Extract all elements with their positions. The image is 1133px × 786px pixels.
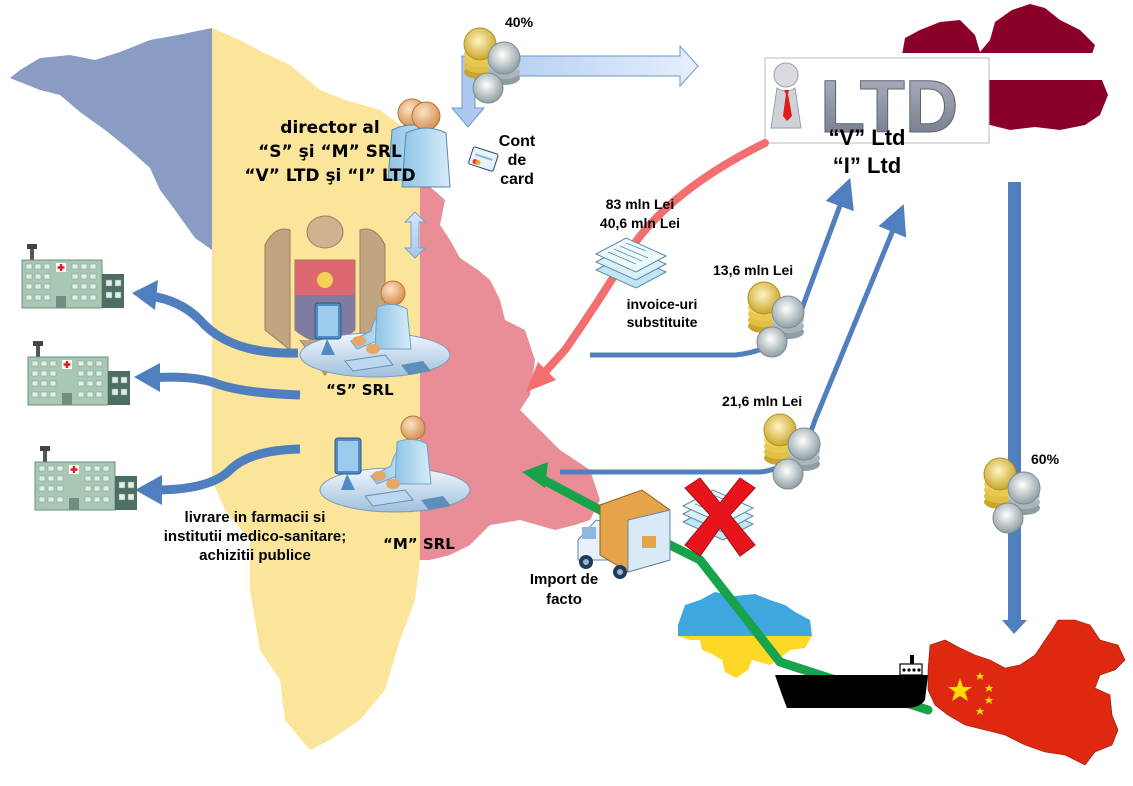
- moldova-map: [10, 28, 600, 750]
- import-line-2: facto: [546, 591, 582, 608]
- card-account-line-3: card: [500, 171, 534, 188]
- director-label-line-2: “S” şi “M” SRL: [258, 142, 402, 162]
- hospital-icon-1: [20, 242, 126, 310]
- link-double-arrow: [403, 211, 427, 259]
- pawn-with-tie-icon: [770, 62, 802, 129]
- cancel-x-icon: [684, 477, 756, 557]
- delivery-line-2: institutii medico-sanitare;: [163, 528, 347, 545]
- hospital-icon-3: [33, 444, 139, 512]
- card-account-line-2: de: [507, 152, 527, 169]
- i-ltd-label: “I” Ltd: [832, 153, 902, 178]
- moldova-yellow-region: [212, 28, 420, 750]
- v-ltd-label: “V” Ltd: [828, 125, 906, 150]
- ship-icon: [775, 655, 928, 708]
- invoice-flow-arrowhead: [526, 362, 556, 392]
- moldova-red-region: [420, 135, 600, 560]
- goods-flow-arrowhead: [522, 462, 548, 488]
- ltd-logo: LTD: [764, 57, 990, 149]
- director-label-line-3: “V” LTD şi “I” LTD: [244, 166, 416, 186]
- card-account-line-1: Cont: [498, 133, 536, 150]
- m-srl-label: “M” SRL: [383, 535, 455, 553]
- import-line-1: Import de: [529, 571, 599, 588]
- delivery-arrow-3: [154, 444, 301, 495]
- invoices-icon: [595, 237, 667, 289]
- delivery-arrowhead-3: [135, 475, 162, 505]
- director-label-line-1: director al: [280, 118, 380, 138]
- invoice-amount-1: 83 mln Lei: [605, 196, 675, 212]
- delivery-arrowhead-2: [134, 363, 160, 392]
- moldova-blue-region: [10, 28, 212, 250]
- delivery-arrow-2: [149, 372, 301, 400]
- china-map: [927, 619, 1126, 766]
- invoices-line-2: substituite: [626, 314, 698, 330]
- director-icon: [387, 98, 451, 188]
- ltd-logo-text: LTD: [820, 65, 958, 148]
- director-label: director al “S” şi “M” SRL “V” LTD şi “I…: [232, 116, 428, 188]
- delivery-arrowhead-1: [132, 280, 158, 310]
- percent-40-label: 40%: [505, 14, 534, 30]
- ltd-companies-label: “V” Ltd “I” Ltd: [812, 124, 922, 180]
- import-label: Import de facto: [514, 570, 614, 610]
- delivery-arrows: [149, 291, 301, 495]
- coins-icon-60: [983, 457, 1041, 534]
- delivery-arrow-1: [149, 291, 299, 358]
- card-icon: [468, 146, 499, 172]
- invoice-amounts-label: 83 mln Lei 40,6 mln Lei: [590, 195, 690, 233]
- hospital-icon-2: [26, 339, 132, 407]
- card-account-label: Cont de card: [492, 132, 542, 189]
- coins-icon-13-6: [747, 281, 805, 358]
- percent-60-label: 60%: [1031, 451, 1060, 467]
- truck-icon: [577, 489, 671, 579]
- s-srl-label: “S” SRL: [326, 381, 394, 399]
- delivery-label: livrare in farmacii si institutii medico…: [140, 508, 370, 565]
- delivery-line-1: livrare in farmacii si: [184, 509, 326, 526]
- invoice-amount-2: 40,6 mln Lei: [599, 215, 681, 231]
- china-stars-icon: [948, 672, 993, 715]
- delivery-line-3: achizitii publice: [199, 547, 311, 564]
- transfer-to-china-arrow: [1002, 182, 1027, 634]
- substituted-invoices-label: invoice-uri substituite: [612, 295, 712, 331]
- invoices-line-1: invoice-uri: [626, 296, 698, 312]
- payment-1-label: 13,6 mln Lei: [713, 262, 794, 278]
- payment-2-label: 21,6 mln Lei: [722, 393, 803, 409]
